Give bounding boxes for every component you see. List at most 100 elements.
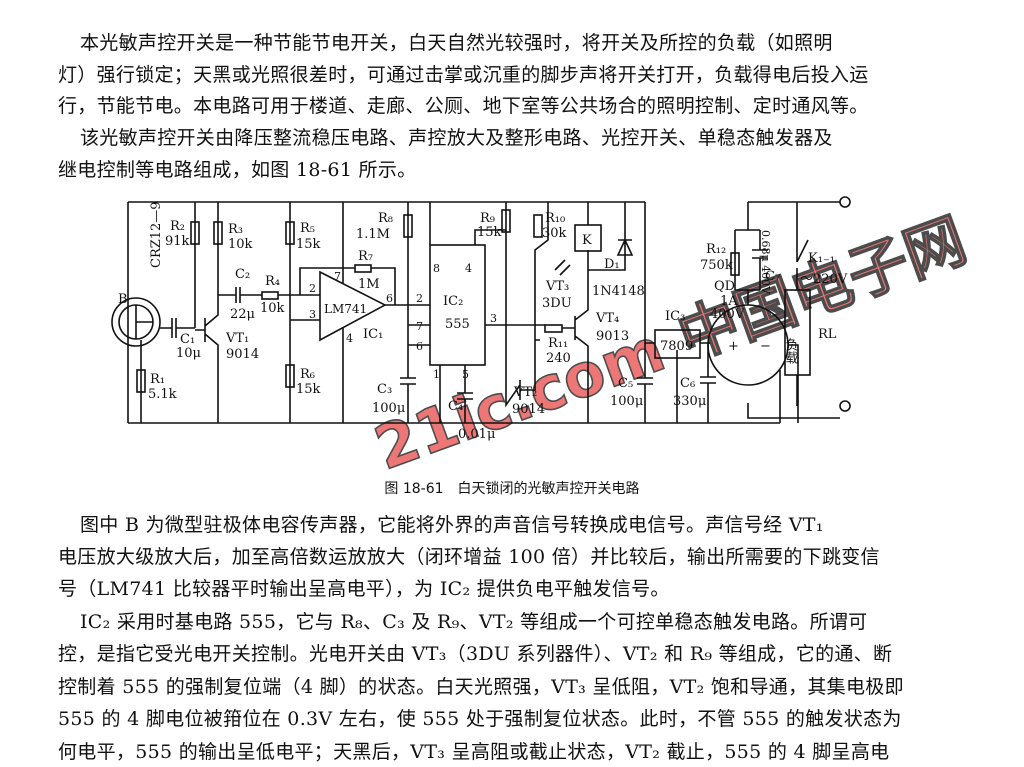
label: 100μ bbox=[610, 394, 643, 409]
text-line: 555 的 4 脚电位被箝位在 0.3V 左右，使 555 处于强制复位状态。此… bbox=[58, 708, 902, 730]
terminal-top bbox=[839, 196, 851, 208]
label: R₁₀ bbox=[545, 211, 565, 226]
resistor-r9 bbox=[501, 209, 511, 233]
pin-label: 8 bbox=[433, 262, 440, 275]
label: 7809 bbox=[660, 339, 693, 354]
pin-label: 6 bbox=[416, 340, 423, 353]
label: C₆ bbox=[680, 376, 695, 391]
label: RL bbox=[818, 327, 837, 342]
label: C₃ bbox=[377, 382, 392, 397]
label: C₄ bbox=[448, 399, 463, 414]
label: R₆ bbox=[300, 367, 315, 382]
label: K bbox=[582, 233, 592, 248]
label: 0.01μ bbox=[458, 427, 495, 442]
text-line: 本光敏声控开关是一种节能节电开关，白天自然光较强时，将开关及所控的负载（如照明 bbox=[80, 32, 833, 54]
resistor-r3 bbox=[213, 221, 223, 245]
text-line: 控，是指它受光电开关控制。光电开关由 VT₃（3DU 系列器件）、VT₂ 和 R… bbox=[58, 643, 893, 665]
top-rail bbox=[127, 201, 840, 424]
resistor-r4 bbox=[261, 291, 279, 300]
label: 0.68μ 400V bbox=[759, 230, 772, 295]
microphone-symbol bbox=[111, 297, 161, 347]
label: VT₂ bbox=[513, 385, 537, 400]
label: 9014 bbox=[226, 347, 259, 362]
diode-d1 bbox=[587, 202, 634, 271]
label: C₂ bbox=[235, 267, 250, 282]
label: R₁₂ bbox=[706, 242, 726, 257]
label: 30k bbox=[542, 226, 567, 241]
label: IC₂ bbox=[443, 294, 463, 309]
label: K₁₋₁ bbox=[808, 251, 835, 266]
label: CRZ12—9 bbox=[149, 201, 164, 268]
label: LM741 bbox=[324, 302, 367, 316]
resistor-r7 bbox=[354, 264, 372, 273]
text-line: 电压放大级放大后，加至高倍数运放放大（闭环增益 100 倍）并比较后，输出所需要… bbox=[58, 546, 880, 568]
resistor-r5 bbox=[285, 221, 295, 245]
pin-label: 3 bbox=[309, 308, 316, 321]
label: IC₁ bbox=[363, 327, 383, 342]
label: 15k bbox=[477, 225, 502, 240]
resistor-r10 bbox=[533, 214, 543, 238]
label: C₇ bbox=[765, 269, 780, 284]
text-line: 图中 B 为微型驻极体电容传声器，它能将外界的声音信号转换成电信号。声信号经 V… bbox=[80, 514, 824, 536]
resistor-r12 bbox=[730, 252, 740, 276]
light-arrows bbox=[554, 259, 571, 276]
label: 1M bbox=[358, 277, 380, 292]
load-rl bbox=[784, 289, 811, 376]
pin-label: 4 bbox=[346, 332, 353, 345]
label: VT₁ bbox=[225, 331, 249, 346]
label: 1A bbox=[720, 294, 738, 309]
text-line: 继电控制等电路组成，如图 18-61 所示。 bbox=[58, 159, 417, 181]
label: VT₃ bbox=[545, 279, 569, 294]
label: C₅ bbox=[618, 376, 633, 391]
label: 3DU bbox=[542, 296, 572, 311]
text-line: 号（LM741 比较器平时输出呈高电平），为 IC₂ 提供负电平触发信号。 bbox=[58, 578, 670, 600]
label: 240 bbox=[546, 351, 571, 366]
resistor-r6 bbox=[285, 364, 295, 388]
pin-label: 2 bbox=[416, 292, 423, 305]
pin-label: 2 bbox=[309, 282, 316, 295]
label: R₈ bbox=[378, 211, 393, 226]
label: 555 bbox=[445, 317, 470, 332]
ic2-555 bbox=[429, 244, 486, 366]
figure-caption: 图 18-61 白天锁闭的光敏声控开关电路 bbox=[384, 481, 640, 497]
ic3-7809 bbox=[654, 329, 701, 359]
label: 10k bbox=[228, 237, 253, 252]
label: R₇ bbox=[358, 249, 373, 264]
label: 100μ bbox=[372, 401, 405, 416]
label: 400V bbox=[710, 307, 745, 322]
label: C₁ bbox=[180, 332, 195, 347]
terminal-bottom bbox=[839, 400, 851, 412]
pin-label: 5 bbox=[462, 368, 469, 381]
label: D₁ bbox=[604, 257, 620, 272]
text-line: 何电平，555 的输出呈低电平；天黑后，VT₃ 呈高阻或截止状态，VT₂ 截止，… bbox=[58, 741, 890, 763]
label: 15k bbox=[296, 237, 321, 252]
text-line: 该光敏声控开关由降压整流稳压电路、声控放大及整形电路、光控开关、单稳态触发器及 bbox=[80, 127, 833, 149]
label: 9014 bbox=[512, 402, 545, 417]
text-line: 行，节能节电。本电路可用于楼道、走廊、公厕、地下室等公共场合的照明控制、定时通风… bbox=[58, 95, 869, 117]
label: VT₄ bbox=[595, 311, 619, 326]
label: R₄ bbox=[265, 274, 280, 289]
label: QD bbox=[714, 279, 735, 294]
label: 1N4148 bbox=[592, 284, 645, 299]
label: ～220V bbox=[800, 272, 848, 287]
op-amp-lm741 bbox=[319, 270, 387, 342]
pin-label: 7 bbox=[334, 270, 341, 283]
label: B bbox=[118, 292, 128, 307]
resistor-r1 bbox=[136, 369, 146, 393]
capacitor-c1 bbox=[171, 318, 177, 338]
label: R₁ bbox=[150, 372, 165, 387]
pin-label: 1 bbox=[433, 368, 440, 381]
label: R₁₁ bbox=[548, 336, 568, 351]
label: R₉ bbox=[480, 211, 495, 226]
label: 9013 bbox=[596, 329, 629, 344]
text-line: 灯）强行锁定；天黑或光照很差时，可通过击掌或沉重的脚步声将开关打开，负载得电后投… bbox=[58, 64, 869, 86]
resistor-r2 bbox=[190, 221, 200, 245]
label: R₅ bbox=[300, 221, 315, 236]
label: 负载 bbox=[783, 338, 799, 365]
label: 22μ bbox=[230, 307, 255, 322]
label: R₂ bbox=[170, 219, 185, 234]
label: 91k bbox=[165, 234, 190, 249]
pin-label: 4 bbox=[465, 262, 472, 275]
